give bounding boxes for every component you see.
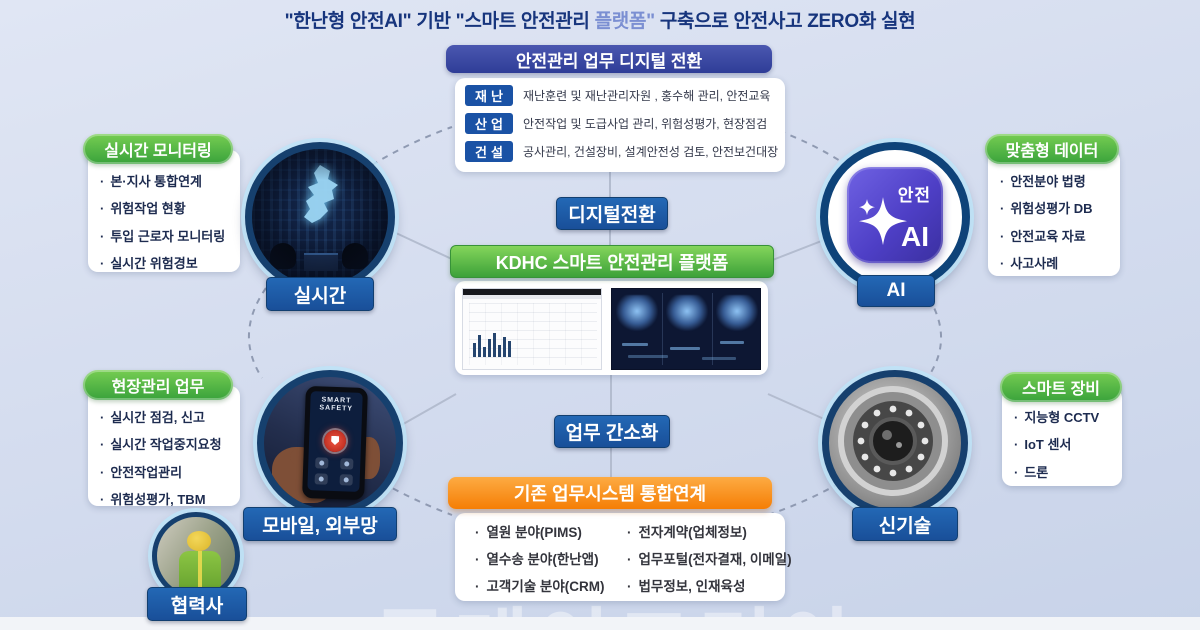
smart-equipment-pill: 스마트 장비 — [1000, 372, 1122, 402]
row-construction: 건설 공사관리, 건설장비, 설계안전성 검토, 안전보건대장 — [465, 141, 785, 162]
field-management-pill: 현장관리 업무 — [83, 370, 233, 400]
ai-icon-text-top: 안전 — [897, 186, 931, 206]
badge-industry: 산업 — [465, 113, 513, 134]
list-item: IoT 센서 — [1014, 431, 1099, 458]
partner-worker-image — [152, 512, 240, 600]
sparkle-icon — [859, 197, 907, 246]
dash-chart-mark — [628, 355, 669, 358]
realtime-monitoring-pill: 실시간 모니터링 — [83, 134, 233, 164]
page-title: "한난형 안전AI" 기반 "스마트 안전관리 플랫폼" 구축으로 안전사고 Z… — [0, 6, 1200, 33]
digital-transition-badge: 디지털전환 — [556, 197, 668, 230]
realtime-node-label: 실시간 — [266, 277, 374, 311]
control-room-image — [245, 142, 395, 292]
ai-node: 안전 AI — [820, 142, 970, 292]
list-item: 업무포털(전자결재, 이메일) — [627, 546, 792, 573]
list-item: 안전분야 법령 — [1000, 168, 1093, 195]
bottom-strip — [0, 617, 1200, 630]
field-management-list: 실시간 점검, 신고 실시간 작업중지요청 안전작업관리 위험성평가, TBM — [100, 404, 222, 513]
row-industry-text: 안전작업 및 도급사업 관리, 위험성평가, 현장점검 — [523, 117, 768, 131]
safety-ai-app-icon: 안전 AI — [847, 167, 943, 264]
legacy-col1: 열원 분야(PIMS) 열수송 분야(한난앱) 고객기술 분야(CRM) — [475, 519, 605, 600]
list-item: 전자계약(업체정보) — [627, 519, 792, 546]
list-item: 고객기술 분야(CRM) — [475, 573, 605, 600]
title-part2: 구축으로 안전사고 ZERO화 실현 — [654, 11, 916, 32]
platform-header: KDHC 스마트 안전관리 플랫폼 — [450, 245, 774, 278]
list-item: 투입 근로자 모니터링 — [100, 223, 225, 250]
list-item: 실시간 점검, 신고 — [100, 404, 222, 431]
digital-transition-panel: 재난 재난훈련 및 재난관리자원 , 홍수해 관리, 안전교육 산업 안전작업 … — [455, 78, 785, 172]
app-button — [340, 458, 354, 470]
dash-separator — [662, 293, 664, 365]
title-part1: "한난형 안전AI" 기반 "스마트 안전관리 — [284, 11, 595, 32]
ai-icon-text-bottom: AI — [901, 221, 929, 253]
legacy-col2: 전자계약(업체정보) 업무포털(전자결재, 이메일) 법무정보, 인재육성 — [627, 519, 792, 600]
helmet-shape — [187, 531, 211, 551]
title-highlight: 플랫폼" — [594, 11, 656, 32]
smart-equipment-panel: 지능형 CCTV IoT 센서 드론 — [1002, 388, 1122, 486]
list-item: 법무정보, 인재육성 — [627, 573, 792, 600]
list-item: 본·지사 통합연계 — [100, 168, 225, 195]
custom-data-list: 안전분야 법령 위험성평가 DB 안전교육 자료 사고사례 — [1000, 168, 1093, 277]
badge-disaster: 재난 — [465, 85, 513, 106]
dash-chart-mark — [622, 343, 649, 346]
newtech-node-label: 신기술 — [852, 507, 958, 541]
vignette — [252, 149, 388, 285]
list-item: 위험작업 현황 — [100, 195, 225, 222]
dash-map-blob — [666, 295, 709, 331]
work-simplify-badge: 업무 간소화 — [554, 415, 670, 448]
mobile-node-label: 모바일, 외부망 — [243, 507, 397, 541]
digital-transition-header: 안전관리 업무 디지털 전환 — [446, 45, 772, 73]
partner-node-label: 협력사 — [147, 587, 247, 621]
list-item: 열원 분야(PIMS) — [475, 519, 605, 546]
list-item: 위험성평가, TBM — [100, 486, 222, 513]
dash-chart-mark — [720, 341, 745, 344]
row-disaster-text: 재난훈련 및 재난관리자원 , 홍수해 관리, 안전교육 — [523, 89, 771, 103]
ai-node-label: AI — [857, 275, 935, 307]
cctv-camera-image — [822, 370, 968, 516]
row-disaster: 재난 재난훈련 및 재난관리자원 , 홍수해 관리, 안전교육 — [465, 85, 785, 106]
realtime-monitoring-panel: 본·지사 통합연계 위험작업 현황 투입 근로자 모니터링 실시간 위험경보 — [88, 150, 240, 272]
dashboard-screenshot-image — [611, 288, 761, 370]
cctv-dome-icon — [838, 386, 948, 496]
dash-chart-mark — [670, 347, 701, 350]
list-item: 사고사례 — [1000, 250, 1093, 277]
legacy-systems-panel: 열원 분야(PIMS) 열수송 분야(한난앱) 고객기술 분야(CRM) 전자계… — [455, 513, 792, 601]
app-button — [339, 474, 353, 486]
custom-data-pill: 맞춤형 데이터 — [985, 134, 1119, 164]
badge-construction: 건설 — [465, 141, 513, 162]
list-item: 열수송 분야(한난앱) — [475, 546, 605, 573]
app-button — [314, 473, 328, 485]
row-construction-text: 공사관리, 건설장비, 설계안전성 검토, 안전보건대장 — [523, 145, 779, 159]
list-item: 위험성평가 DB — [1000, 195, 1092, 222]
list-item: 안전작업관리 — [100, 459, 222, 486]
app-mini-chart — [473, 333, 511, 357]
app-titlebar — [463, 289, 602, 295]
list-item: 지능형 CCTV — [1014, 404, 1099, 431]
platform-screens-panel — [455, 281, 768, 375]
app-button — [315, 457, 329, 469]
shield-icon — [323, 429, 347, 453]
smart-equipment-list: 지능형 CCTV IoT 센서 드론 — [1014, 404, 1099, 486]
dash-separator — [712, 293, 714, 365]
field-management-panel: 실시간 점검, 신고 실시간 작업중지요청 안전작업관리 위험성평가, TBM — [88, 386, 240, 507]
app-menubar — [463, 295, 602, 299]
dash-chart-mark — [702, 357, 737, 360]
list-item: 드론 — [1014, 459, 1099, 486]
list-item: 안전교육 자료 — [1000, 223, 1093, 250]
realtime-monitoring-list: 본·지사 통합연계 위험작업 현황 투입 근로자 모니터링 실시간 위험경보 — [100, 168, 225, 277]
app-screenshot-image — [462, 288, 603, 370]
row-industry: 산업 안전작업 및 도급사업 관리, 위험성평가, 현장점검 — [465, 113, 785, 134]
custom-data-panel: 안전분야 법령 위험성평가 DB 안전교육 자료 사고사례 — [988, 150, 1120, 276]
dash-map-blob — [616, 295, 659, 331]
list-item: 실시간 위험경보 — [100, 250, 225, 277]
dash-map-blob — [716, 295, 759, 331]
list-item: 실시간 작업중지요청 — [100, 431, 221, 458]
legacy-systems-header: 기존 업무시스템 통합연계 — [448, 477, 772, 509]
